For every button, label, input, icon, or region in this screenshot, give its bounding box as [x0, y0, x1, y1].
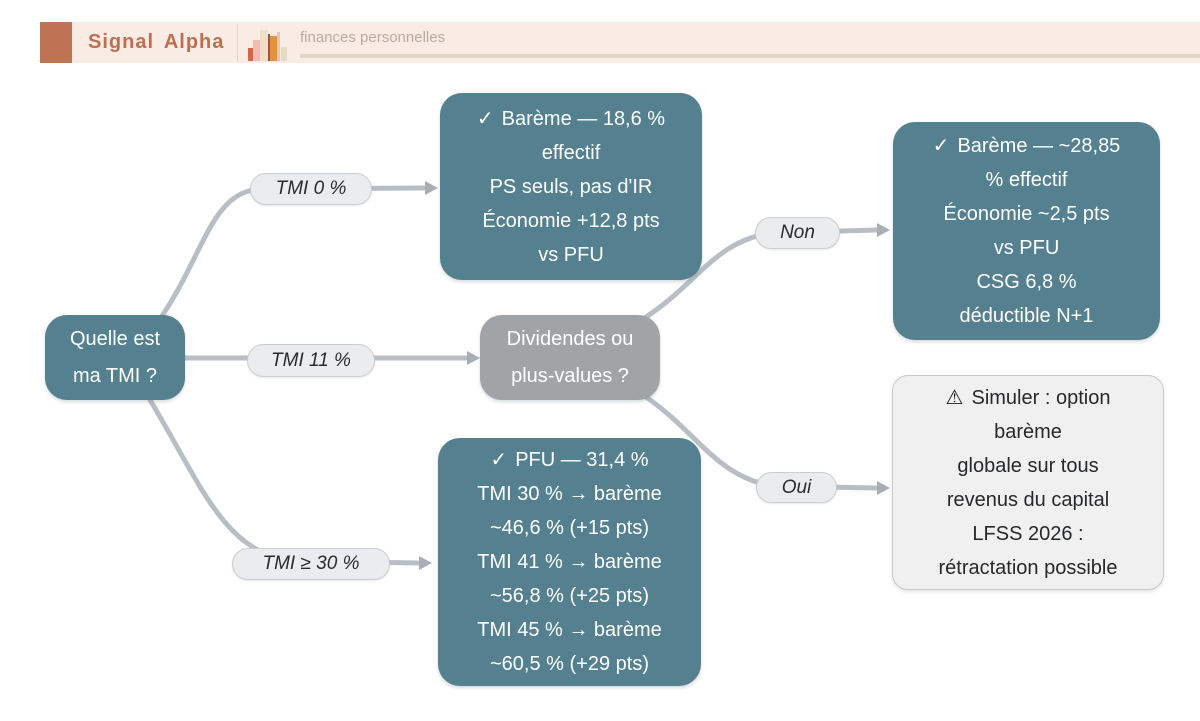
bar-chart-icon-bar [268, 34, 270, 61]
node-line: CSG 6,8 % [976, 271, 1077, 293]
node-line: ma TMI ? [72, 364, 158, 387]
node-line: PS seuls, pas d'IR [489, 175, 653, 198]
node-line: barème [994, 420, 1062, 443]
node-line: rétractation possible [938, 556, 1118, 579]
arrowhead-question [467, 351, 480, 365]
node-line: vs PFU [538, 243, 604, 266]
node-line: Barème — 18,6 % [501, 107, 666, 130]
node-tmi0-result: ✓ Barème — 18,6 % effectif PS seuls, pas … [440, 93, 702, 280]
header-tagline: finances personnelles [300, 29, 446, 46]
header-underline [300, 54, 1200, 58]
node-line: ~60,5 % (+29 pts) [490, 653, 649, 675]
node-line: Économie +12,8 pts [482, 209, 660, 232]
arrowhead-tmi0 [425, 181, 438, 195]
bar-chart-icon-bar [253, 40, 260, 61]
node-line: ~46,6 % (+15 pts) [490, 517, 649, 539]
node-line: plus-values ? [511, 364, 629, 387]
node-non-result: ✓ Barème — ~28,85 % effectif Économie ~2,… [893, 122, 1160, 340]
node-root-question: Quelle est ma TMI ? [45, 315, 185, 400]
check-icon: ✓ [476, 107, 494, 130]
node-line: % effectif [985, 169, 1068, 191]
node-line: déductible N+1 [959, 305, 1094, 327]
bar-chart-icon [248, 25, 287, 61]
brand-name: Signal Alpha [88, 31, 225, 53]
edge-label-non: Non [755, 217, 840, 249]
node-line: Économie ~2,5 pts [943, 203, 1110, 225]
check-icon: ✓ [490, 449, 508, 471]
bar-chart-icon-bar [260, 30, 268, 61]
arrowhead-non [877, 223, 890, 237]
brand-accent-square [40, 22, 72, 63]
edge-root-tmi30 [147, 397, 421, 566]
node-line: Barème — ~28,85 [957, 135, 1121, 157]
node-line: revenus du capital [946, 488, 1110, 511]
node-line: TMI 45 % → barème [477, 619, 662, 641]
check-icon: ✓ [932, 135, 950, 157]
node-line: Simuler : option [971, 386, 1111, 409]
node-line: PFU — 31,4 % [515, 449, 649, 471]
node-line: TMI 30 % → barème [477, 483, 662, 505]
arrowhead-tmi30 [419, 556, 432, 570]
node-line: vs PFU [993, 237, 1060, 259]
bar-chart-icon-bar [248, 48, 253, 61]
node-tmi30-result: ✓ PFU — 31,4 % TMI 30 % → barème ~46,6 % … [438, 438, 701, 686]
edge-label-tmi11: TMI 11 % [247, 344, 375, 377]
node-line: globale sur tous [957, 454, 1099, 477]
edge-label-tmi30: TMI ≥ 30 % [232, 548, 390, 580]
edge-label-tmi0: TMI 0 % [250, 173, 372, 205]
node-line: Dividendes ou [506, 327, 634, 350]
node-line: TMI 41 % → barème [477, 551, 662, 573]
warning-icon: ⚠ [945, 386, 964, 409]
node-line: ~56,8 % (+25 pts) [490, 585, 649, 607]
edge-root-tmi0 [159, 185, 427, 319]
header-bar: Signal Alpha finances personnelles [40, 22, 1200, 63]
bar-chart-icon-bar [281, 47, 287, 61]
node-dividends-question: Dividendes ou plus-values ? [480, 315, 660, 400]
node-line: effectif [541, 141, 601, 164]
node-line: Quelle est [69, 327, 161, 350]
arrowhead-oui [877, 481, 890, 495]
bar-chart-icon-bar [270, 36, 277, 61]
node-line: LFSS 2026 : [972, 522, 1084, 545]
edge-label-oui: Oui [756, 472, 837, 503]
bar-chart-icon-bar [277, 32, 280, 61]
header-divider [237, 24, 238, 61]
node-oui-warning: ⚠ Simuler : option barème globale sur tou… [892, 375, 1164, 590]
